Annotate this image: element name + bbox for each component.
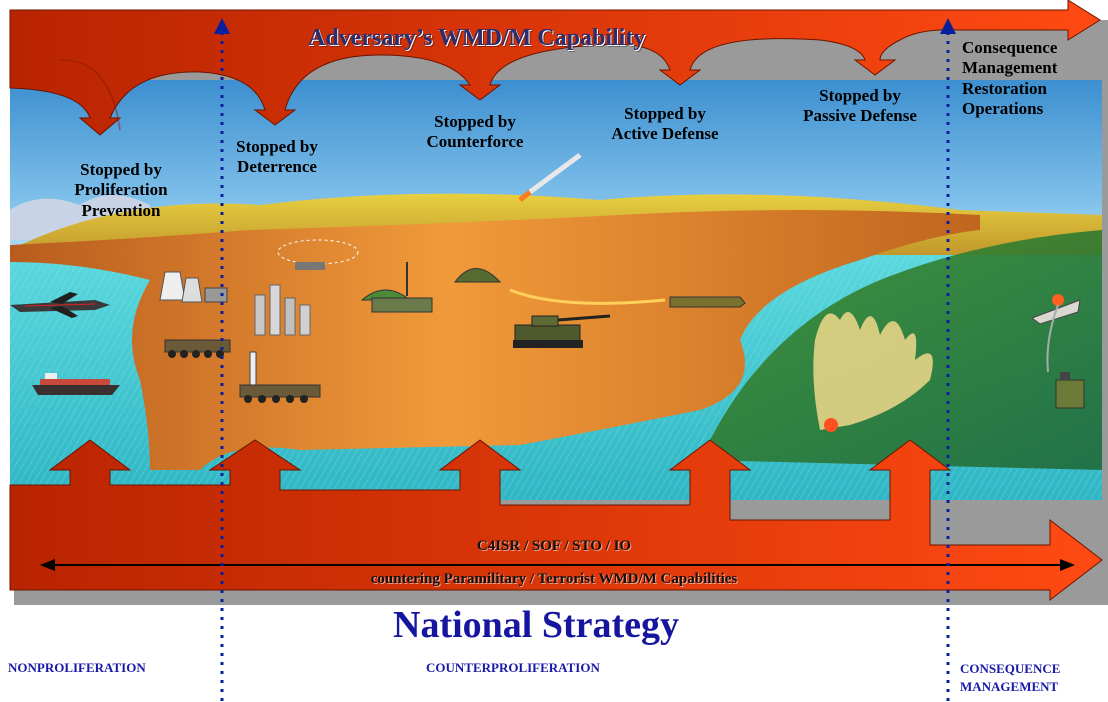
interceptor-icon: [1030, 294, 1081, 373]
radar-icon: [277, 239, 359, 270]
consequence-management-text: Consequence Management Restoration Opera…: [962, 38, 1058, 119]
national-strategy-arrow: [9, 439, 1103, 602]
stop-label-deterrence: Stopped by Deterrence: [236, 137, 318, 177]
mainland: [10, 210, 980, 470]
band-line-2: countering Paramilitary / Terrorist WMD/…: [370, 571, 738, 587]
stop-label-active-defense: Stopped by Active Defense: [611, 104, 719, 144]
explosion-plume: [813, 312, 933, 430]
stop-label-counterforce: Stopped by Counterforce: [426, 112, 524, 152]
bunker-icon: [360, 262, 433, 313]
missile-icon: [518, 152, 582, 202]
phase-consequence-management: CONSEQUENCE MANAGEMENT: [960, 661, 1061, 694]
adversary-capability-arrow: [9, 0, 1101, 136]
tank-icon: [513, 314, 611, 348]
refinery-icon: [254, 284, 311, 336]
cruise-missile-icon: [509, 288, 746, 308]
nuclear-plant-icon: [159, 271, 228, 303]
bunker-icon: [454, 268, 502, 283]
aircraft-icon: [10, 292, 110, 318]
strategy-title: National Strategy: [393, 604, 680, 646]
stop-label-passive-defense: Stopped by Passive Defense: [803, 86, 917, 126]
missile-launcher-icon: [164, 339, 231, 358]
ship-icon: [32, 373, 120, 395]
diagram-title: Adversary’s WMD/M Capability: [308, 25, 646, 51]
band-line-1: C4ISR / SOF / STO / IO: [476, 538, 632, 554]
container-icon: [1055, 372, 1085, 409]
phase-counterproliferation: COUNTERPROLIFERATION: [426, 660, 600, 675]
stop-label-proliferation-prevention: Stopped by Proliferation Prevention: [74, 160, 168, 220]
missile-launcher-icon: [239, 351, 321, 403]
phase-nonproliferation: NONPROLIFERATION: [8, 660, 146, 675]
impact-burst: [824, 418, 838, 432]
